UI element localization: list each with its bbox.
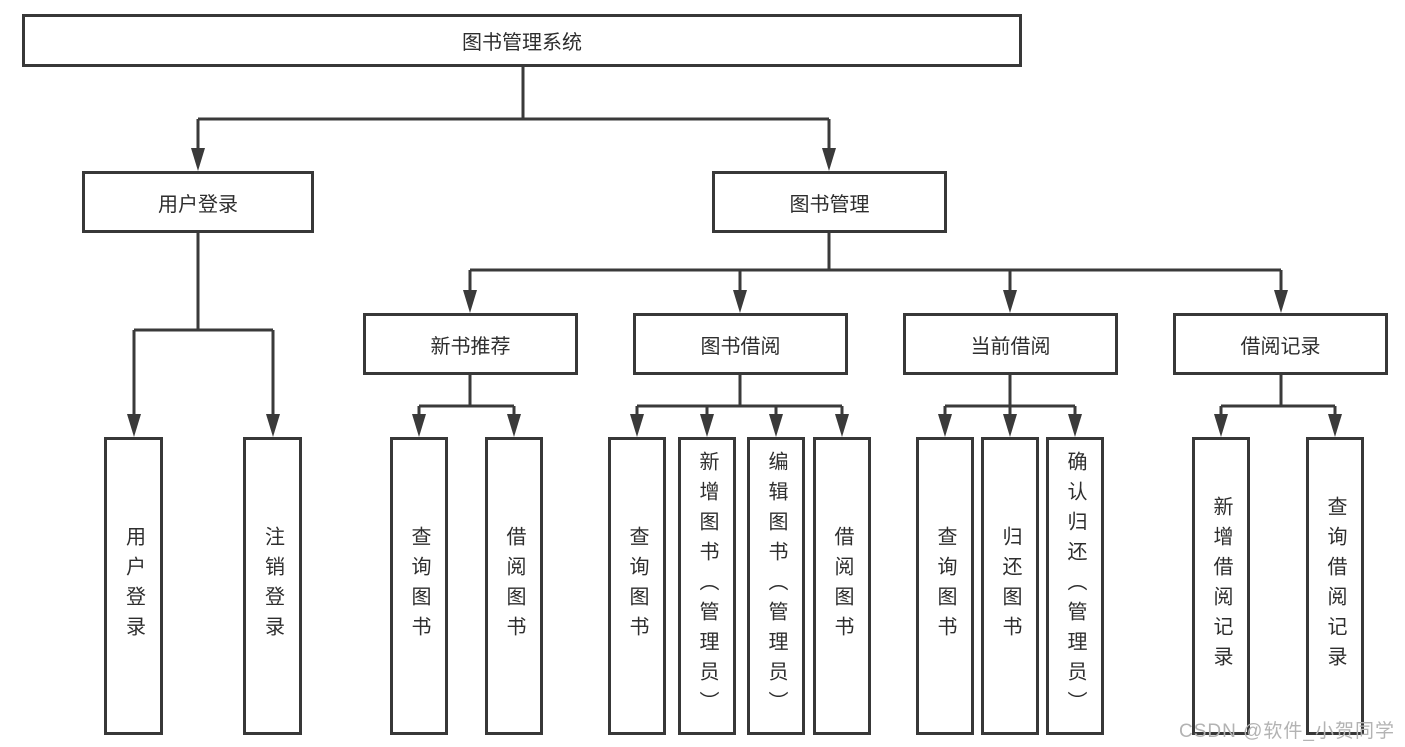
node-label: 注销登录 (261, 526, 284, 646)
leaf-add-borrowing-record: 新增借阅记录 (1192, 437, 1250, 735)
leaf-query-books-borrowing: 查询图书 (608, 437, 666, 735)
arrowhead-icon (1274, 290, 1288, 313)
node-label: 图书管理 (789, 193, 870, 216)
node-book-management: 图书管理 (712, 171, 947, 233)
watermark: CSDN @软件_小贺同学 (1179, 721, 1395, 742)
arrowhead-icon (835, 414, 849, 437)
arrowhead-icon (1068, 414, 1082, 437)
node-library-management-system: 图书管理系统 (22, 14, 1022, 67)
node-label: 查询图书 (408, 526, 430, 646)
node-book-borrowing: 图书借阅 (633, 313, 848, 375)
leaf-borrow-books-recommend: 借阅图书 (485, 437, 543, 735)
node-label: 查询图书 (626, 526, 648, 646)
node-label: 用户登录 (158, 193, 238, 216)
node-new-book-recommendation: 新书推荐 (363, 313, 578, 375)
arrowhead-icon (733, 290, 747, 313)
node-label: 借阅图书 (503, 526, 525, 646)
node-label: 查询图书 (934, 526, 956, 646)
arrowhead-icon (127, 414, 141, 437)
node-label: 归还图书 (999, 526, 1021, 646)
node-label: 新书推荐 (430, 335, 511, 358)
node-label: 借阅图书 (831, 526, 853, 646)
arrowhead-icon (822, 148, 836, 171)
node-current-borrowing: 当前借阅 (903, 313, 1118, 375)
node-label: 新增借阅记录 (1210, 496, 1232, 676)
node-label: 图书借阅 (700, 335, 781, 358)
arrowhead-icon (191, 148, 205, 171)
leaf-confirm-return-admin: 确认归还（管理员） (1046, 437, 1104, 735)
arrowhead-icon (1003, 290, 1017, 313)
node-label: 确认归还（管理员） (1064, 451, 1086, 721)
arrowhead-icon (700, 414, 714, 437)
arrowhead-icon (266, 414, 280, 437)
arrowhead-icon (463, 290, 477, 313)
node-user-login: 用户登录 (82, 171, 314, 233)
arrowhead-icon (1003, 414, 1017, 437)
leaf-borrow-books-borrowing: 借阅图书 (813, 437, 871, 735)
node-label: 当前借阅 (970, 335, 1051, 358)
arrowhead-icon (769, 414, 783, 437)
leaf-user-login: 用户登录 (104, 437, 163, 735)
leaf-return-books: 归还图书 (981, 437, 1039, 735)
arrowhead-icon (1328, 414, 1342, 437)
arrowhead-icon (507, 414, 521, 437)
node-borrowing-records: 借阅记录 (1173, 313, 1388, 375)
arrowhead-icon (938, 414, 952, 437)
leaf-logout: 注销登录 (243, 437, 302, 735)
node-label: 借阅记录 (1240, 335, 1321, 358)
node-label: 用户登录 (122, 526, 145, 646)
arrowhead-icon (630, 414, 644, 437)
leaf-edit-books-admin: 编辑图书（管理员） (747, 437, 805, 735)
leaf-query-books-current: 查询图书 (916, 437, 974, 735)
node-label: 图书管理系统 (462, 32, 582, 54)
leaf-add-books-admin: 新增图书（管理员） (678, 437, 736, 735)
leaf-query-books-recommend: 查询图书 (390, 437, 448, 735)
node-label: 查询借阅记录 (1324, 496, 1346, 676)
node-label: 新增图书（管理员） (696, 451, 718, 721)
arrowhead-icon (412, 414, 426, 437)
leaf-query-borrowing-record: 查询借阅记录 (1306, 437, 1364, 735)
node-label: 编辑图书（管理员） (765, 451, 787, 721)
arrowhead-icon (1214, 414, 1228, 437)
